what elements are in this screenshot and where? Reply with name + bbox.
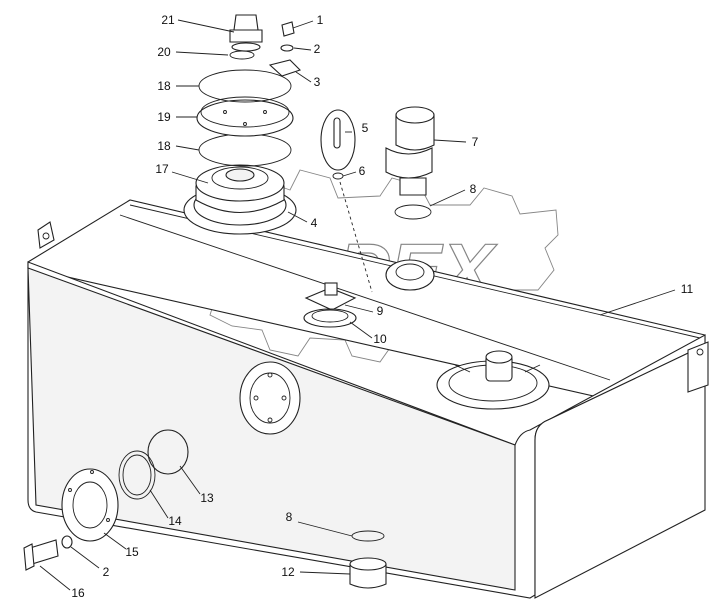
- drain-parts: [23, 429, 189, 571]
- mounting-tab-left: [37, 221, 55, 249]
- callout-label-18: 18: [157, 139, 171, 153]
- callout-label-9: 9: [377, 304, 384, 318]
- callout-label-2: 2: [314, 42, 321, 56]
- leader-line: [349, 321, 373, 339]
- leader-line: [297, 521, 353, 537]
- callout-label-13: 13: [200, 491, 214, 505]
- front-port: [239, 361, 301, 435]
- callout-label-19: 19: [157, 110, 171, 124]
- callout-label-2: 2: [103, 565, 110, 579]
- leader-line: [149, 489, 169, 519]
- watermark-gear: [204, 169, 559, 363]
- leader-line: [175, 51, 229, 56]
- leader-line: [342, 171, 357, 177]
- leader-line: [295, 71, 312, 83]
- leader-line: [293, 47, 312, 51]
- callout-label-14: 14: [168, 514, 182, 528]
- leader-line: [70, 546, 100, 569]
- leader-line: [103, 532, 127, 550]
- callout-label-8: 8: [286, 510, 293, 524]
- leader-line: [179, 465, 201, 495]
- fuel-level-sender: [303, 282, 357, 328]
- leader-line: [433, 139, 467, 143]
- leader-line: [39, 565, 71, 591]
- callout-label-7: 7: [472, 135, 479, 149]
- leader-line: [599, 289, 676, 316]
- leader-line: [175, 145, 200, 151]
- callout-label-18: 18: [157, 79, 171, 93]
- callout-label-8: 8: [470, 182, 477, 196]
- leader-line: [287, 211, 308, 223]
- small-fasteners: [268, 21, 302, 77]
- leader-line: [429, 189, 466, 207]
- callout-label-3: 3: [314, 75, 321, 89]
- leader-line: [292, 20, 314, 29]
- mounting-tab-right: [687, 341, 709, 393]
- top-opening: [385, 259, 435, 291]
- callout-label-21: 21: [161, 13, 175, 27]
- callout-label-12: 12: [281, 565, 295, 579]
- callout-label-5: 5: [362, 121, 369, 135]
- callout-label-6: 6: [359, 164, 366, 178]
- leader-line: [171, 171, 209, 184]
- callout-label-17: 17: [155, 162, 169, 176]
- sender-plate: [320, 109, 373, 293]
- callout-label-16: 16: [71, 586, 85, 600]
- callout-layer: 21 1 20 2 3 18 19 18 17 5 7 6 8 4 11 9 10 13 14 15 2 16 8 12: [39, 13, 694, 600]
- callout-label-20: 20: [157, 45, 171, 59]
- leader-line: [177, 19, 235, 33]
- fuel-tank-body: [27, 199, 709, 599]
- breather-valve: [385, 106, 435, 220]
- callout-label-4: 4: [311, 216, 318, 230]
- bottom-plug: [349, 530, 387, 589]
- callout-label-11: 11: [681, 282, 694, 296]
- filler-neck-assembly: [183, 14, 297, 235]
- leader-line: [344, 304, 374, 313]
- callout-label-15: 15: [125, 545, 139, 559]
- leader-line: [299, 571, 351, 575]
- callout-label-10: 10: [373, 332, 387, 346]
- callout-label-1: 1: [317, 13, 324, 27]
